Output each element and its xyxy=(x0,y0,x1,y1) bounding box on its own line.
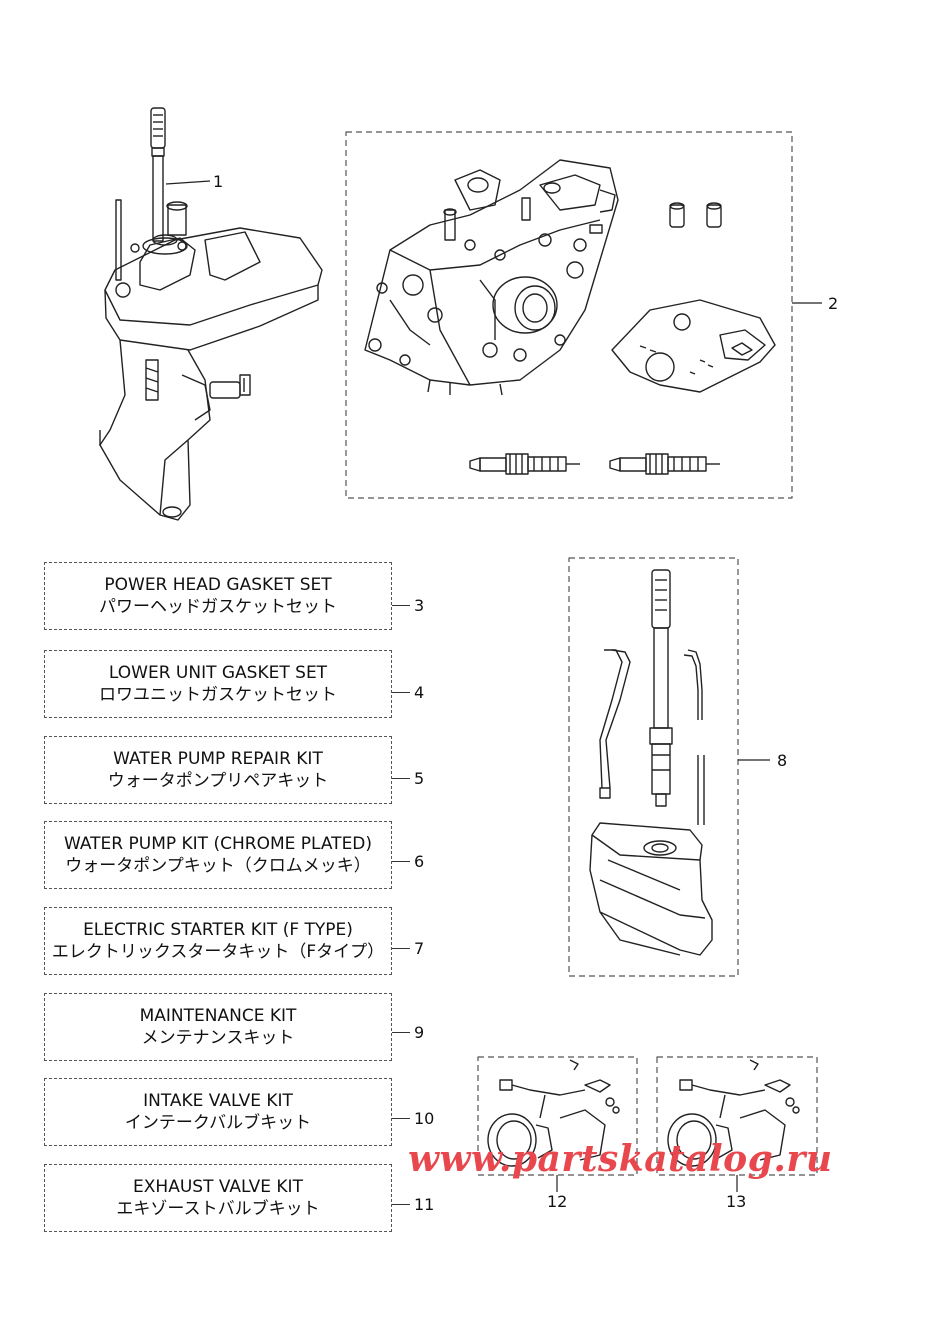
kit-label-jp: メンテナンスキット xyxy=(141,1028,295,1048)
kit-label-en: EXHAUST VALVE KIT xyxy=(133,1177,303,1197)
callout-13: 13 xyxy=(726,1192,747,1211)
kit-box-lower-unit-gasket-set: LOWER UNIT GASKET SET ロワユニットガスケットセット xyxy=(44,650,392,718)
kit-number: 6 xyxy=(414,852,425,871)
drive-shaft-drawing xyxy=(589,569,713,956)
drive-shaft-kit-frame xyxy=(568,557,739,977)
kit-number: 7 xyxy=(414,939,425,958)
power-head-drawing xyxy=(364,159,776,475)
kit-number: 10 xyxy=(414,1109,435,1128)
callout-leader-1 xyxy=(165,180,211,185)
kit-label-jp: ロワユニットガスケットセット xyxy=(99,685,337,705)
gauge-13-drawing xyxy=(667,1059,800,1167)
kit-label-jp: エキゾーストバルブキット xyxy=(116,1199,320,1219)
kit-label-jp: パワーヘッドガスケットセット xyxy=(99,597,337,617)
gauge-12-drawing xyxy=(487,1059,620,1167)
kit-box-maintenance-kit: MAINTENANCE KIT メンテナンスキット xyxy=(44,993,392,1061)
power-head-kit-frame xyxy=(345,131,793,499)
kit-leader xyxy=(392,1118,410,1119)
kit-label-jp: ウォータポンプキット（クロムメッキ） xyxy=(65,856,371,876)
kit-leader xyxy=(392,1204,410,1205)
kit-label-en: ELECTRIC STARTER KIT (F TYPE) xyxy=(83,920,353,940)
kit-leader xyxy=(392,778,410,779)
kit-leader xyxy=(392,692,410,693)
kit-number: 11 xyxy=(414,1195,435,1214)
kit-label-en: WATER PUMP KIT (CHROME PLATED) xyxy=(63,834,373,854)
callout-1: 1 xyxy=(213,172,224,191)
kit-box-electric-starter-kit: ELECTRIC STARTER KIT (F TYPE) エレクトリックスター… xyxy=(44,907,392,975)
gauge-kit-13-frame xyxy=(656,1056,818,1176)
kit-label-en: WATER PUMP REPAIR KIT xyxy=(113,749,323,769)
kit-leader xyxy=(392,948,410,949)
kit-box-power-head-gasket-set: POWER HEAD GASKET SET パワーヘッドガスケットセット xyxy=(44,562,392,630)
gauge-kit-12-frame xyxy=(477,1056,638,1176)
kit-leader xyxy=(392,1032,410,1033)
kit-label-en: LOWER UNIT GASKET SET xyxy=(108,663,328,683)
callout-2: 2 xyxy=(828,294,839,313)
kit-leader xyxy=(392,605,410,606)
callout-8: 8 xyxy=(777,751,788,770)
kit-label-jp: エレクトリックスタータキット（Fタイプ） xyxy=(51,942,385,962)
kit-number: 5 xyxy=(414,769,425,788)
kit-label-en: MAINTENANCE KIT xyxy=(139,1006,297,1026)
kit-number: 4 xyxy=(414,683,425,702)
kit-box-intake-valve-kit: INTAKE VALVE KIT インテークバルブキット xyxy=(44,1078,392,1146)
kit-number: 3 xyxy=(414,596,425,615)
kit-label-en: INTAKE VALVE KIT xyxy=(143,1091,293,1111)
kit-box-water-pump-kit-chrome: WATER PUMP KIT (CHROME PLATED) ウォータポンプキッ… xyxy=(44,821,392,889)
watermark: www.partskatalog.ru xyxy=(408,1138,833,1180)
lower-unit-drawing xyxy=(99,107,323,521)
kit-box-water-pump-repair-kit: WATER PUMP REPAIR KIT ウォータポンプリペアキット xyxy=(44,736,392,804)
kit-label-jp: ウォータポンプリペアキット xyxy=(107,771,329,791)
kit-label-en: POWER HEAD GASKET SET xyxy=(104,575,332,595)
kit-label-jp: インテークバルブキット xyxy=(124,1113,312,1133)
kit-number: 9 xyxy=(414,1023,425,1042)
kit-box-exhaust-valve-kit: EXHAUST VALVE KIT エキゾーストバルブキット xyxy=(44,1164,392,1232)
callout-12: 12 xyxy=(547,1192,568,1211)
kit-leader xyxy=(392,861,410,862)
